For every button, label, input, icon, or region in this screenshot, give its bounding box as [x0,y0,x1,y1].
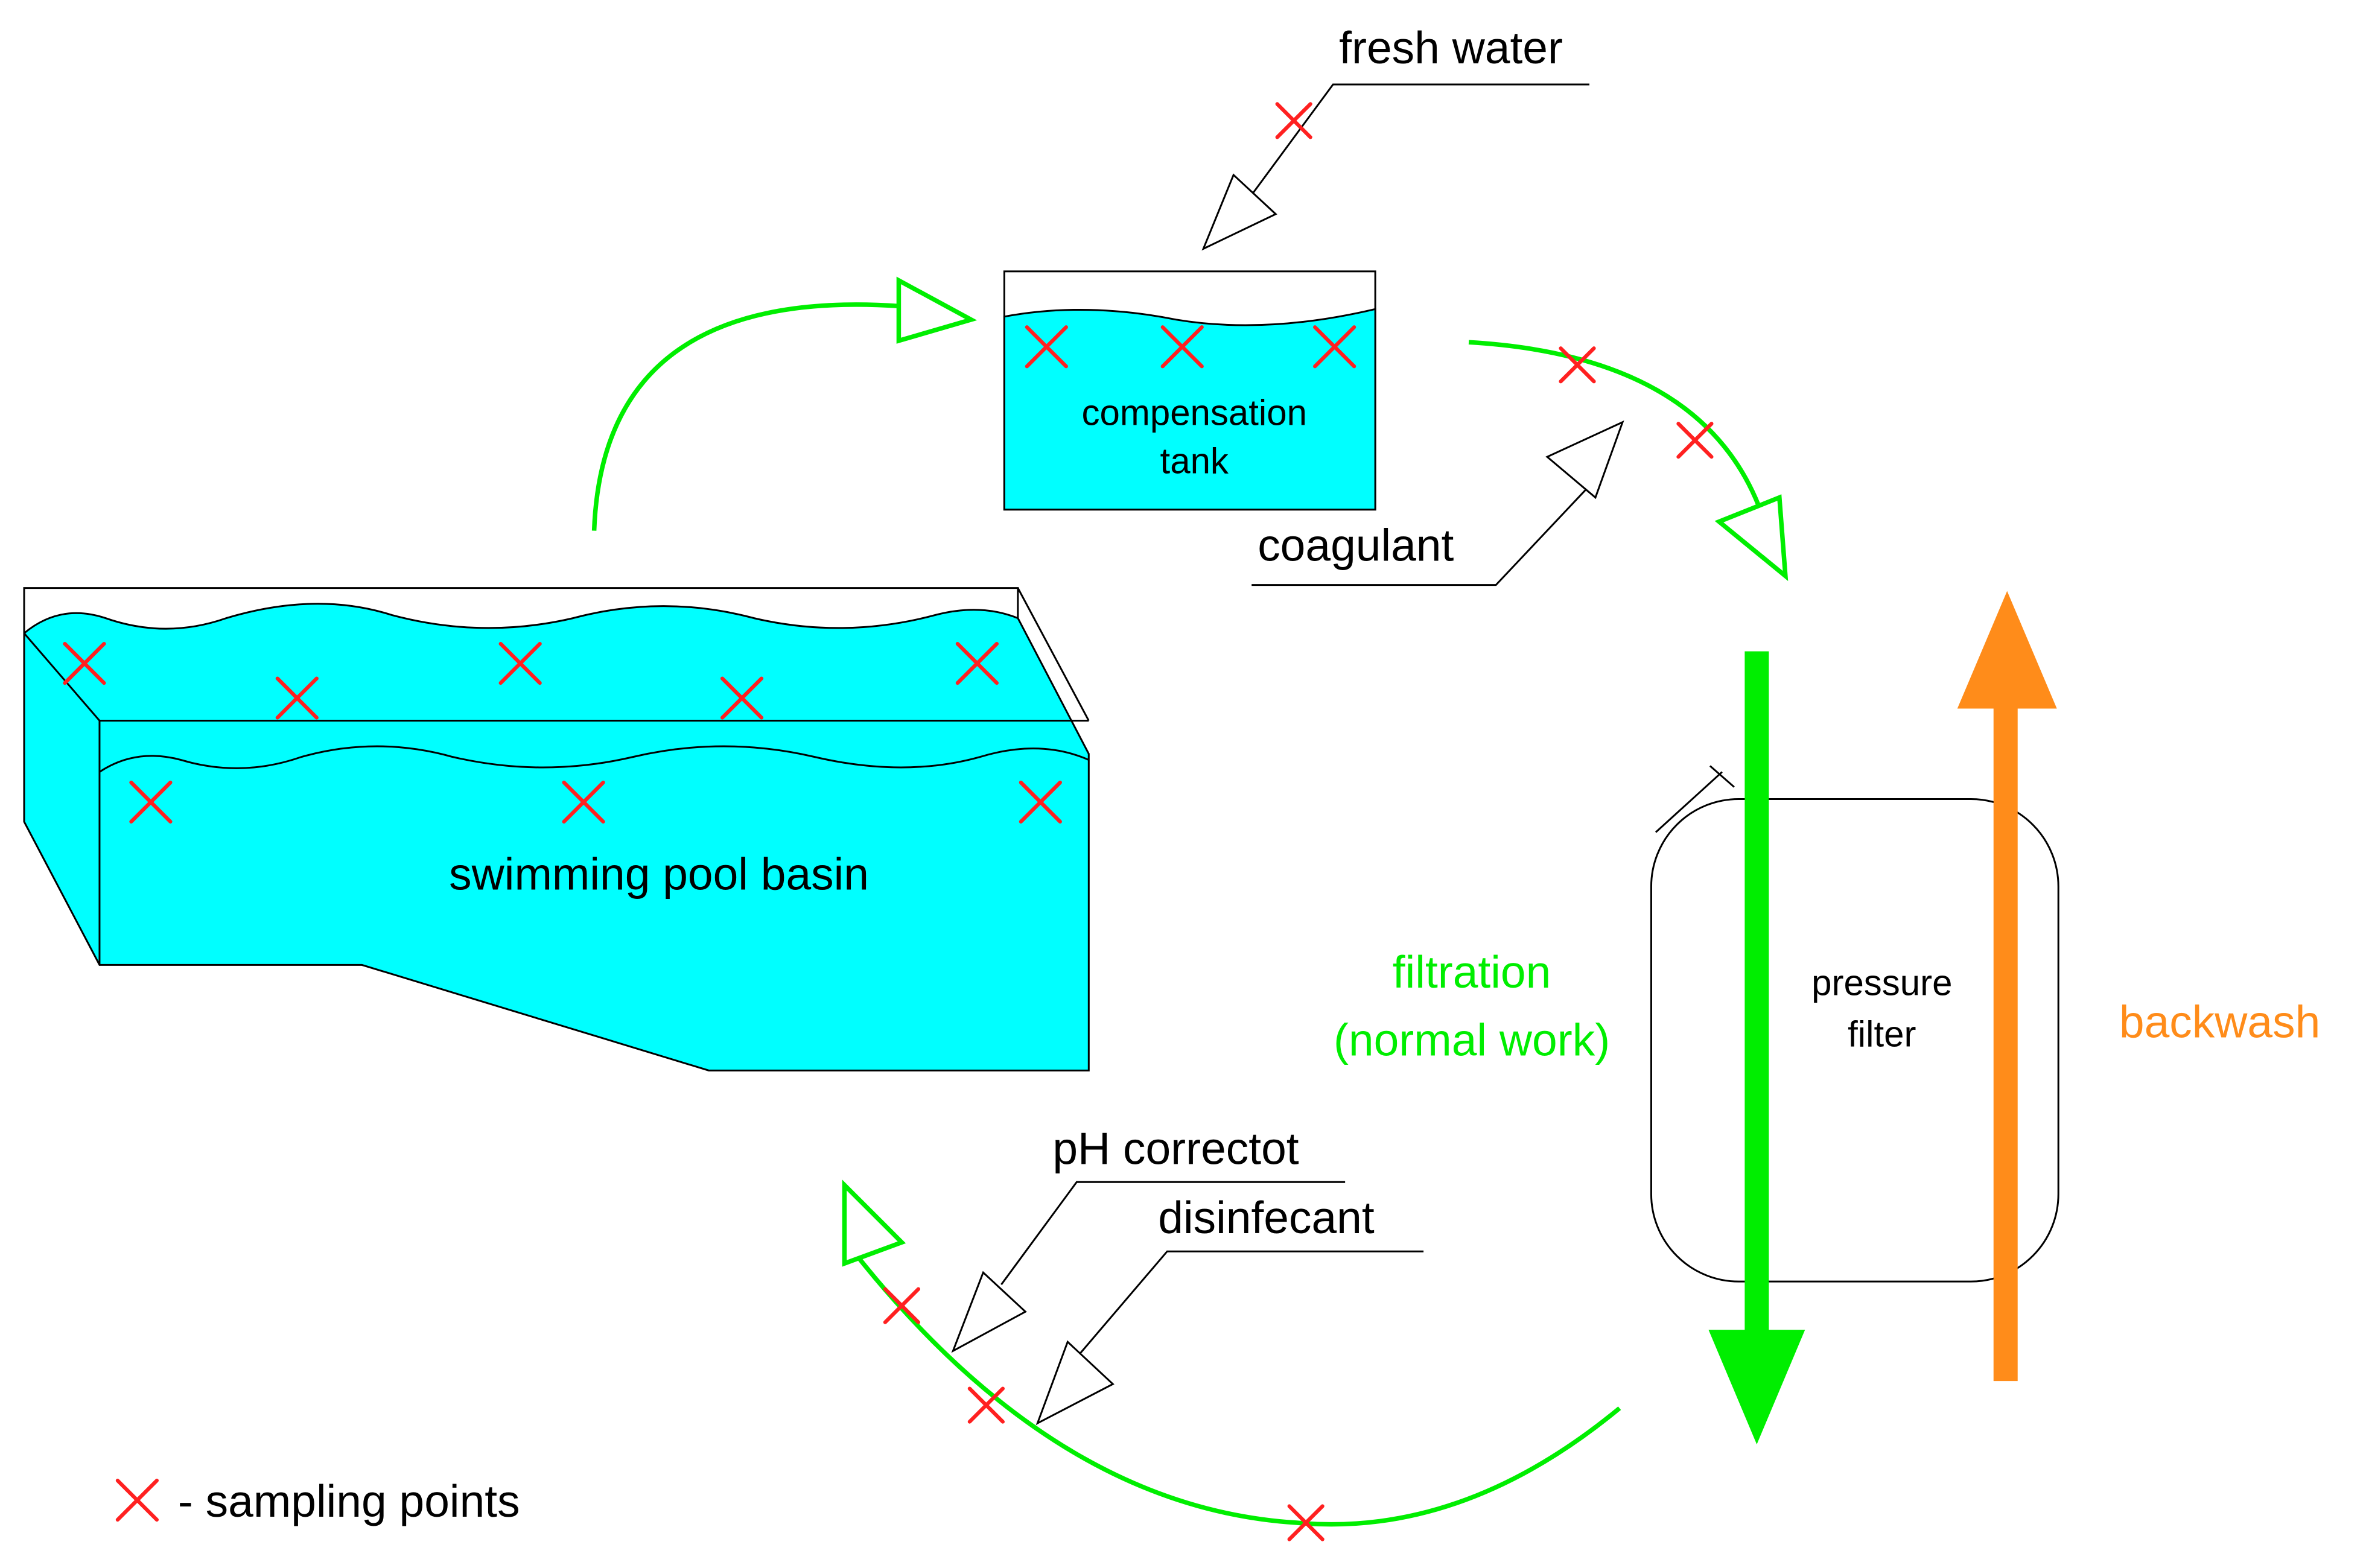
filter-label-line2: filter [1848,1014,1916,1054]
sampling-points [63,102,1714,1541]
flow-arrowhead-to-filter [1714,494,1789,582]
backwash-label: backwash [2119,996,2320,1047]
filter-vessel [1650,798,2059,1283]
ph-corrector-label: pH correctot [1052,1123,1299,1173]
sampling-point-pool-inlet-15 [883,1287,921,1324]
sampling-point-tank-outlet-13 [1559,346,1596,384]
disinfectant-input: disinfecant [1035,1192,1424,1426]
flow-filter-to-pool [842,1179,1621,1527]
sampling-point-pool-4 [720,676,764,720]
legend-label: - sampling points [178,1476,520,1526]
coagulant-input: coagulant [1251,420,1624,586]
swimming-pool-basin: swimming pool basin [23,587,1090,1071]
sampling-point-coagulant-dosing-14 [1676,422,1714,459]
ph-corrector-arrowhead [951,1271,1027,1353]
sampling-point-pool-5 [955,641,999,685]
ph-corrector-input: pH correctot [951,1123,1346,1353]
filter-label-line1: pressure [1811,962,1952,1003]
coagulant-arrowhead [1545,420,1624,500]
fresh-water-label: fresh water [1339,22,1563,73]
tank-label-line2: tank [1160,441,1229,481]
sampling-point-pool-8 [1019,780,1062,824]
flow-tank-to-filter [1468,340,1789,582]
sampling-point-pool-1 [63,641,106,685]
fresh-water-input: fresh water [1201,22,1589,251]
compensation-tank: compensation tank [1003,270,1376,511]
tank-label-line1: compensation [1082,393,1307,433]
disinfectant-label: disinfecant [1158,1192,1375,1243]
flow-arrowhead-to-tank [896,276,978,344]
flow-arrowhead-to-pool [842,1179,906,1267]
filtration-label-line2: (normal work) [1334,1014,1610,1065]
sampling-point-pool-6 [129,780,173,824]
fresh-water-arrowhead [1201,173,1277,251]
pool-front-waterline [99,745,1089,773]
sampling-point-tank-11 [1313,325,1356,369]
pool-back-rim [23,587,1090,722]
coagulant-label: coagulant [1258,520,1454,571]
filtration-arrow [1708,651,1805,1445]
sampling-point-filter-outlet-17 [1287,1504,1325,1541]
sampling-point-pool-7 [562,780,605,824]
sampling-point-legend-18 [115,1478,159,1522]
pressure-filter: pressure filter [1650,765,2059,1283]
sampling-point-chemical-dosing-16 [967,1386,1005,1424]
tank-water [1003,308,1376,511]
sampling-point-fresh-water-line-12 [1275,102,1312,139]
pool-water [23,603,1090,1071]
backwash-arrow [1957,591,2057,1382]
pool-basin-label: swimming pool basin [449,848,869,899]
sampling-point-pool-2 [275,676,319,720]
filtration-label-line1: filtration [1393,947,1551,997]
sampling-point-tank-10 [1160,325,1204,369]
legend: - sampling points [178,1476,520,1526]
filter-valve [1655,765,1735,833]
disinfectant-arrowhead [1035,1340,1115,1426]
sampling-point-tank-9 [1025,325,1068,369]
flow-pool-to-tank [591,276,978,531]
sampling-point-pool-3 [498,641,542,685]
